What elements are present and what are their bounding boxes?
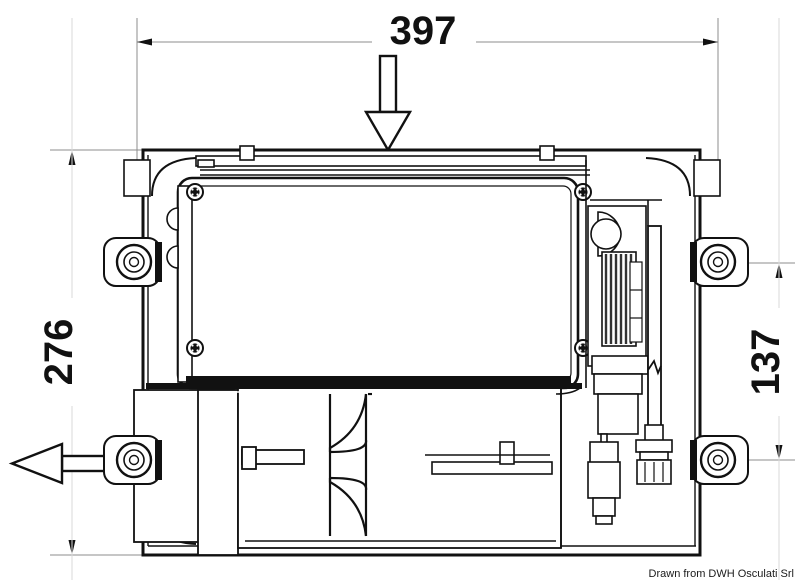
service-valve-left bbox=[587, 433, 621, 525]
right-partition bbox=[585, 160, 662, 388]
screw-lower-left-icon bbox=[186, 339, 204, 357]
service-valve-right bbox=[635, 424, 673, 485]
dimension-label-137: 137 bbox=[744, 329, 788, 396]
drain-notches bbox=[166, 207, 179, 269]
bracket-top-left bbox=[103, 237, 162, 287]
coil-rail-bosses bbox=[239, 145, 555, 161]
dim-arrow-right-icon bbox=[703, 38, 718, 46]
dimension-label-276: 276 bbox=[37, 319, 81, 386]
drain-pan-rail bbox=[425, 441, 553, 475]
dimension-text-layer: 397 276 137 bbox=[37, 8, 800, 416]
bracket-bottom-right bbox=[690, 435, 749, 485]
label-mask-276 bbox=[50, 298, 94, 406]
air-inlet-arrow-icon bbox=[363, 54, 413, 153]
bay-divider bbox=[146, 383, 582, 393]
coil-screws bbox=[186, 183, 592, 357]
evaporator-coil-block bbox=[176, 176, 580, 390]
dimension-label-397: 397 bbox=[390, 9, 457, 53]
screw-upper-right-icon bbox=[574, 183, 592, 201]
mounting-brackets bbox=[103, 237, 749, 485]
bracket-top-right bbox=[690, 237, 749, 287]
coil-left-bar bbox=[177, 185, 193, 383]
bracket-bottom-left bbox=[103, 435, 162, 485]
fan-scroll-profile bbox=[328, 392, 372, 537]
label-mask-397 bbox=[372, 8, 476, 52]
drawing-credit: Drawn from DWH Osculati Srl bbox=[648, 568, 794, 580]
fan-hub bbox=[241, 446, 305, 470]
compressor-stack bbox=[587, 205, 649, 435]
label-mask-137 bbox=[757, 308, 800, 416]
unit-assembly bbox=[103, 145, 749, 557]
screw-upper-left-icon bbox=[186, 183, 204, 201]
dim-arrow-left-icon bbox=[137, 38, 152, 46]
refrigerant-pipe bbox=[647, 225, 662, 432]
side-tabs bbox=[123, 159, 721, 197]
